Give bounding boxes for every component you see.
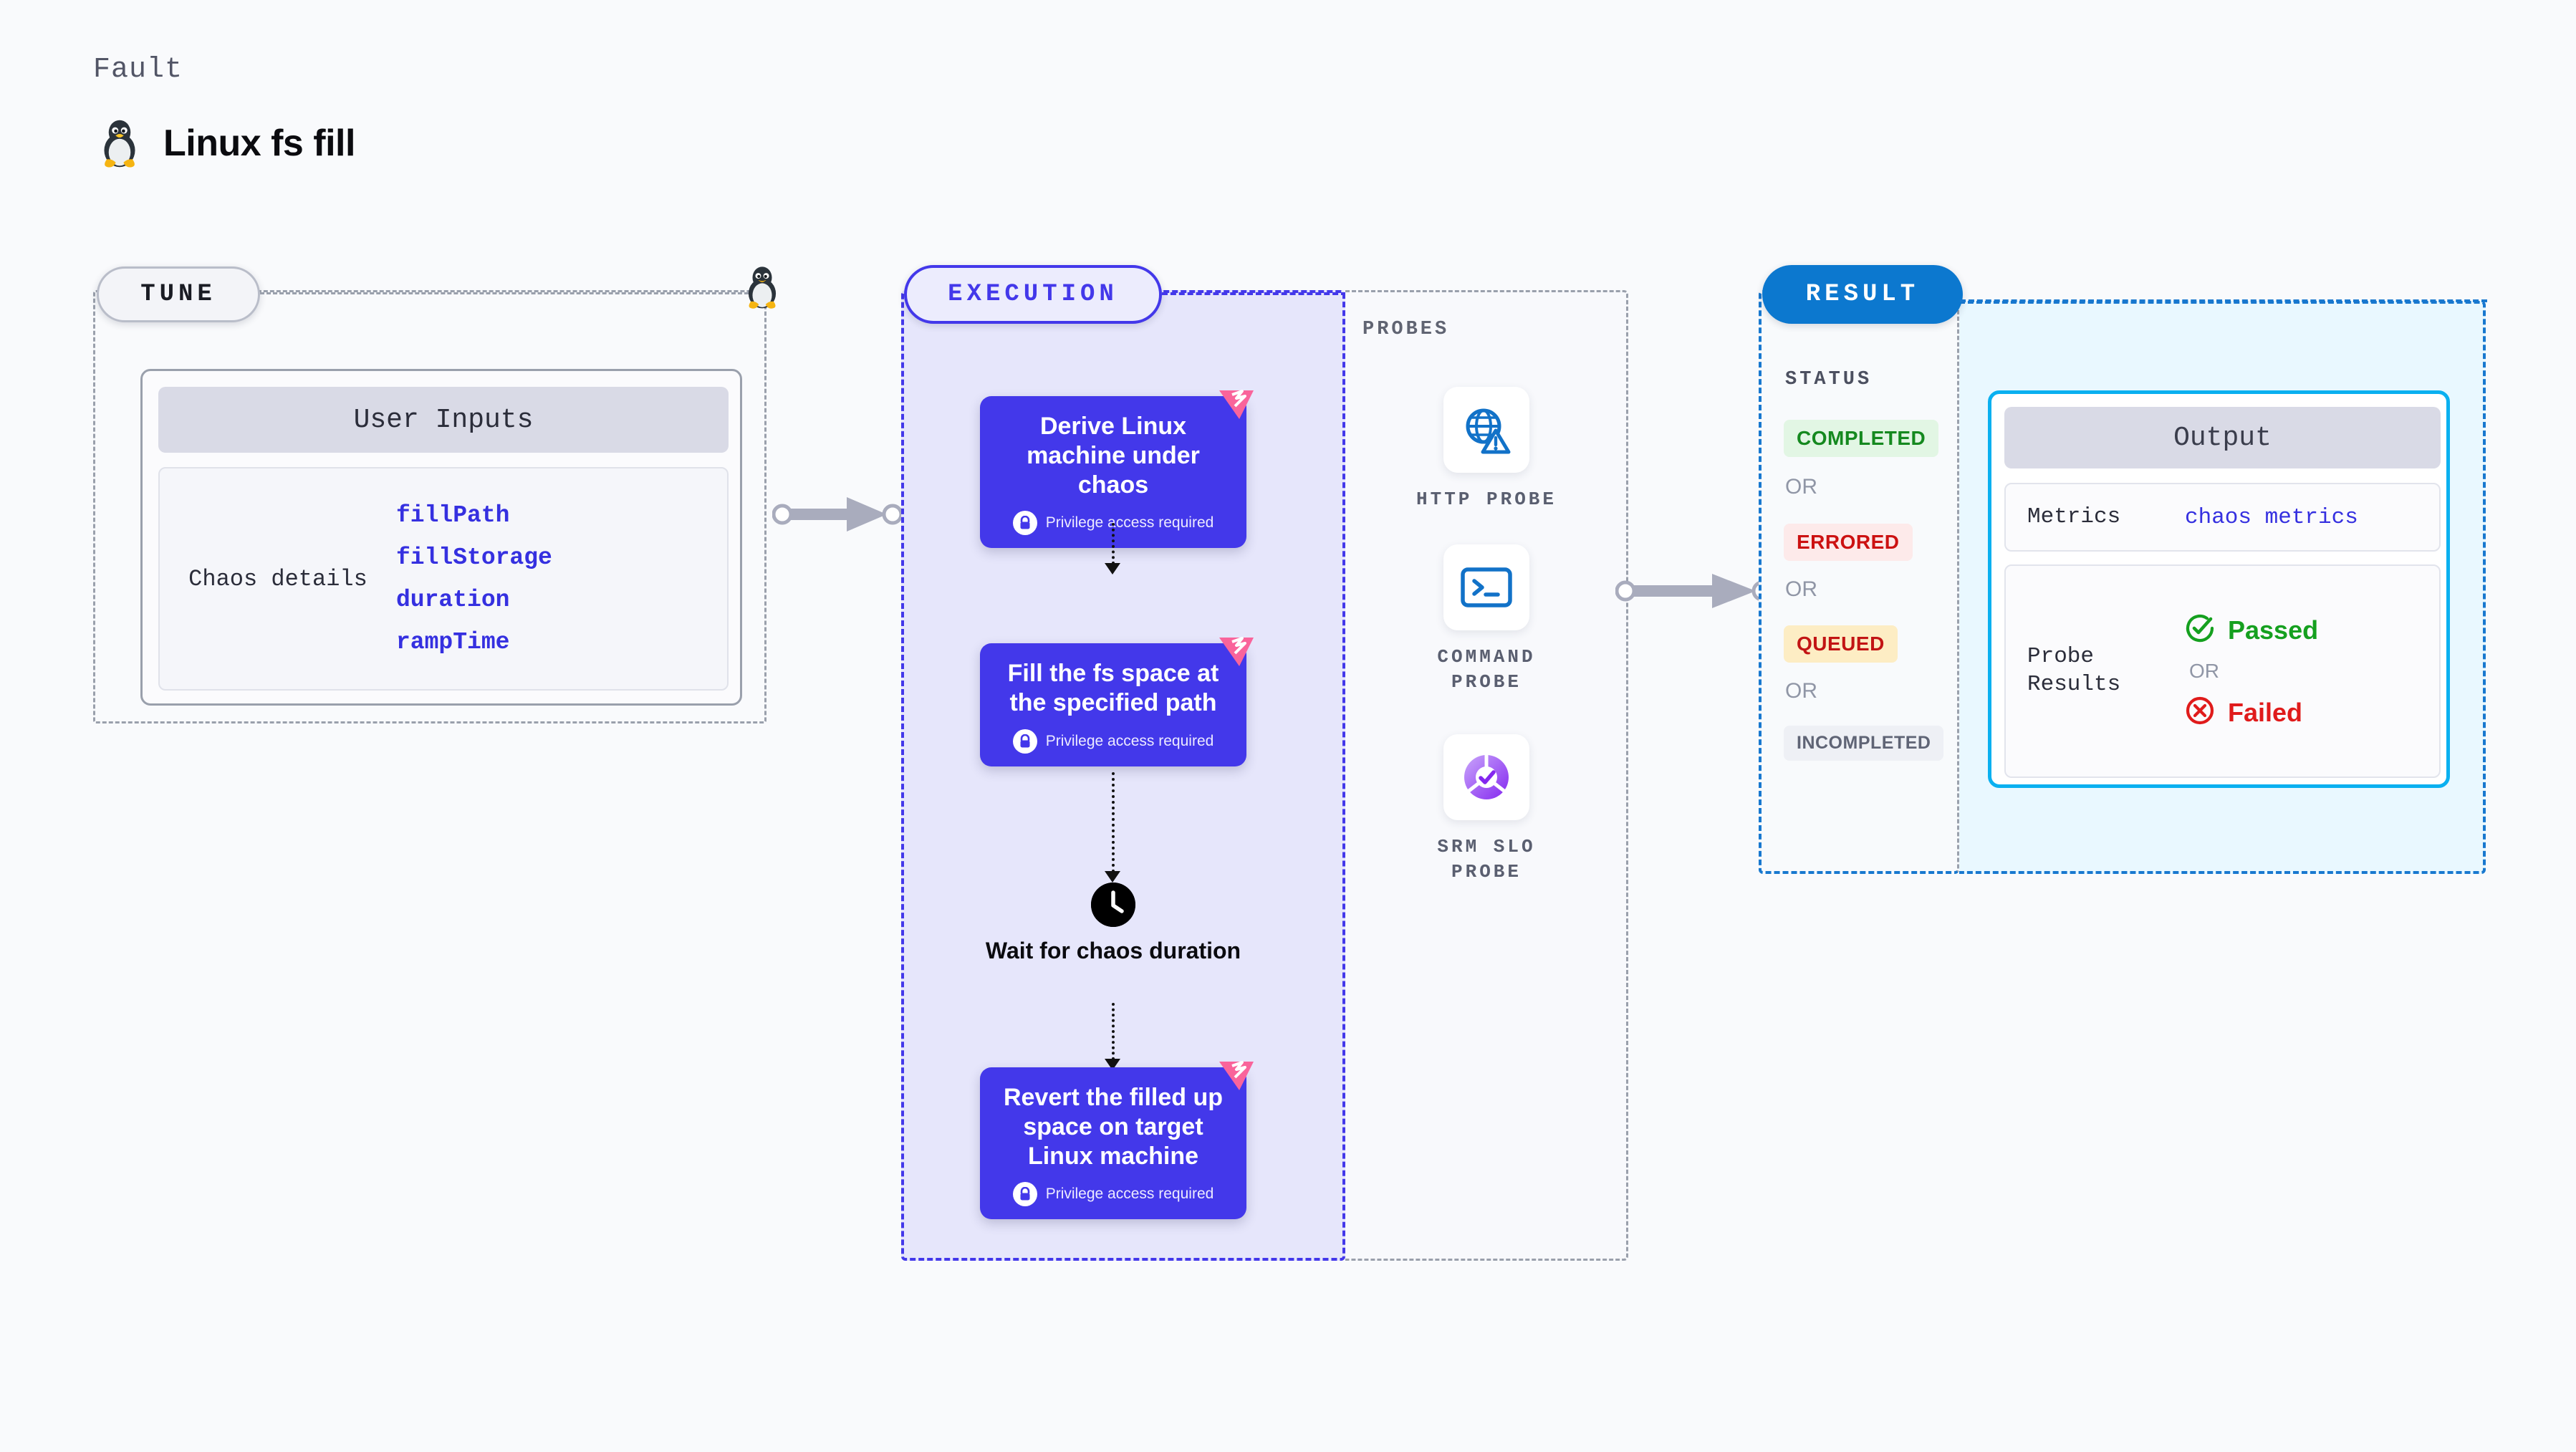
check-circle-icon — [2185, 613, 2215, 647]
probe-result-failed: Failed — [2185, 696, 2318, 729]
step-title: Derive Linux machine under chaos — [1027, 413, 1200, 499]
tux-penguin-icon — [744, 265, 781, 313]
chaos-flag-icon — [1215, 385, 1258, 422]
step-title: Revert the filled up space on target Lin… — [1003, 1084, 1224, 1170]
clock-icon — [1091, 883, 1135, 927]
probe-srm-slo[interactable]: SRM SLO PROBE — [1415, 734, 1558, 885]
page-title: Linux fs fill — [163, 122, 355, 164]
tux-penguin-icon — [99, 118, 140, 168]
output-card: Output Metrics chaos metrics Probe Resul… — [1988, 390, 2450, 788]
probe-http[interactable]: HTTP PROBE — [1415, 387, 1558, 512]
flow-arrow-3 — [1112, 1003, 1115, 1060]
output-header: Output — [2004, 407, 2441, 468]
page-title-row: Linux fs fill — [99, 118, 355, 168]
page-kicker: Fault — [93, 54, 183, 86]
tune-top-dash — [260, 292, 761, 294]
privilege-note: Privilege access required — [994, 1182, 1232, 1207]
step-title: Wait for chaos duration — [985, 938, 1241, 963]
execution-step-3: Wait for chaos duration — [980, 883, 1246, 964]
result-status-panel — [1759, 290, 1959, 874]
execution-step-4[interactable]: Revert the filled up space on target Lin… — [980, 1061, 1254, 1220]
probe-label: SRM SLO PROBE — [1437, 836, 1536, 883]
output-metrics-row: Metrics chaos metrics — [2004, 483, 2441, 552]
chaos-details-label: Chaos details — [188, 565, 367, 592]
user-inputs-header: User Inputs — [158, 387, 729, 453]
execution-top-dash — [1162, 292, 1347, 295]
chaos-flag-icon — [1215, 1056, 1258, 1093]
connector-probes-to-result — [1615, 569, 1780, 616]
lock-icon — [1012, 1182, 1037, 1207]
status-badge-queued: QUEUED — [1784, 625, 1898, 663]
execution-pill[interactable]: EXECUTION — [904, 265, 1162, 324]
chaos-details-row: Chaos details fillPath fillStorage durat… — [158, 467, 729, 691]
user-inputs-card: User Inputs Chaos details fillPath fillS… — [140, 369, 742, 706]
metrics-label: Metrics — [2027, 504, 2121, 529]
lock-icon — [1012, 511, 1037, 536]
probe-results-label: Probe Results — [2027, 644, 2121, 697]
status-badge-completed: COMPLETED — [1784, 420, 1939, 457]
flow-arrowhead-2 — [1105, 871, 1120, 883]
metrics-value-link[interactable]: chaos metrics — [2185, 504, 2358, 530]
x-circle-icon — [2185, 696, 2215, 729]
terminal-icon — [1443, 544, 1529, 630]
flow-arrow-2 — [1112, 772, 1115, 872]
probe-result-or: OR — [2189, 660, 2219, 682]
connector-tune-to-execution — [772, 493, 908, 539]
param-fillstorage[interactable]: fillStorage — [396, 544, 552, 571]
chaos-params-list: fillPath fillStorage duration rampTime — [396, 502, 552, 655]
probe-label: HTTP PROBE — [1416, 489, 1557, 510]
execution-step-2[interactable]: Fill the fs space at the specified path … — [980, 637, 1254, 766]
param-ramptime[interactable]: rampTime — [396, 629, 510, 655]
param-duration[interactable]: duration — [396, 587, 510, 613]
privilege-text: Privilege access required — [1045, 514, 1214, 532]
passed-label: Passed — [2228, 615, 2319, 645]
privilege-note: Privilege access required — [994, 511, 1232, 536]
tune-pill[interactable]: TUNE — [97, 266, 260, 322]
slo-donut-check-icon — [1443, 734, 1529, 820]
privilege-note: Privilege access required — [994, 729, 1232, 754]
probe-results-values: Passed OR Failed — [2185, 613, 2318, 729]
privilege-text: Privilege access required — [1045, 1186, 1214, 1203]
output-probe-results-row: Probe Results Passed OR — [2004, 564, 2441, 778]
result-pill[interactable]: RESULT — [1762, 265, 1963, 324]
status-or-3: OR — [1785, 679, 1817, 703]
param-fillpath[interactable]: fillPath — [396, 502, 510, 529]
execution-step-1[interactable]: Derive Linux machine under chaos Privile… — [980, 390, 1254, 549]
flow-arrow-1 — [1112, 523, 1115, 564]
probe-label: COMMAND PROBE — [1437, 646, 1536, 693]
probes-title: PROBES — [1363, 319, 1450, 340]
lock-icon — [1012, 729, 1037, 754]
status-or-2: OR — [1785, 577, 1817, 601]
globe-warning-icon — [1443, 387, 1529, 473]
status-badge-errored: ERRORED — [1784, 524, 1913, 561]
probe-result-passed: Passed — [2185, 613, 2318, 647]
step-title: Fill the fs space at the specified path — [1007, 660, 1219, 716]
status-badge-incompleted: INCOMPLETED — [1784, 726, 1944, 761]
result-top-dash — [1960, 299, 2487, 302]
flow-arrowhead-1 — [1105, 563, 1120, 574]
status-title: STATUS — [1785, 369, 1873, 390]
chaos-flag-icon — [1215, 632, 1258, 669]
tune-panel — [93, 290, 766, 723]
failed-label: Failed — [2228, 697, 2303, 727]
status-or-1: OR — [1785, 475, 1817, 499]
privilege-text: Privilege access required — [1045, 732, 1214, 749]
probe-command[interactable]: COMMAND PROBE — [1415, 544, 1558, 695]
